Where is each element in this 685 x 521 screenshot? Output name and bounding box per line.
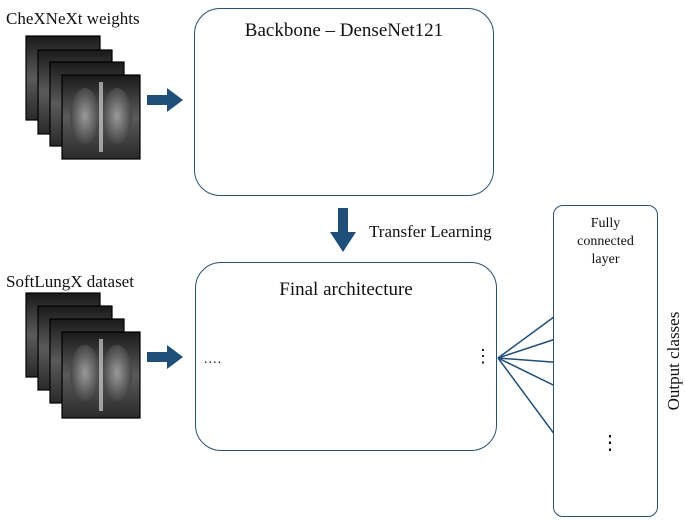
xray-image-front <box>61 331 141 419</box>
fully-connected-title: Fully connected layer <box>554 215 657 269</box>
backbone-title: Backbone – DenseNet121 <box>244 20 444 41</box>
ellipsis-right: ⋮ <box>474 346 492 366</box>
xray-stack-top <box>25 35 141 160</box>
xray-stack-bottom <box>25 292 141 419</box>
fc-title-line-2: connected <box>577 234 634 249</box>
fc-vdots: ⋮ <box>600 432 620 454</box>
output-classes-label: Output classes <box>664 311 683 411</box>
fully-connected-box: Fully connected layer <box>553 205 658 517</box>
arrow-down-transfer <box>330 208 356 252</box>
input-label-bottom: SoftLungX dataset <box>6 272 134 291</box>
fc-title-line-3: layer <box>591 252 620 267</box>
ellipsis-left: .... <box>204 352 222 367</box>
arrow-right-bottom <box>147 345 183 369</box>
xray-image-front <box>61 74 141 160</box>
final-architecture-title: Final architecture <box>279 279 413 300</box>
transfer-learning-label: Transfer Learning <box>369 222 492 241</box>
input-label-top: CheXNeXt weights <box>6 9 140 28</box>
arrow-right-top <box>147 88 183 112</box>
fc-title-line-1: Fully <box>590 216 621 231</box>
backbone-box: Backbone – DenseNet121 <box>194 8 494 196</box>
final-architecture-box: Final architecture <box>195 262 497 451</box>
